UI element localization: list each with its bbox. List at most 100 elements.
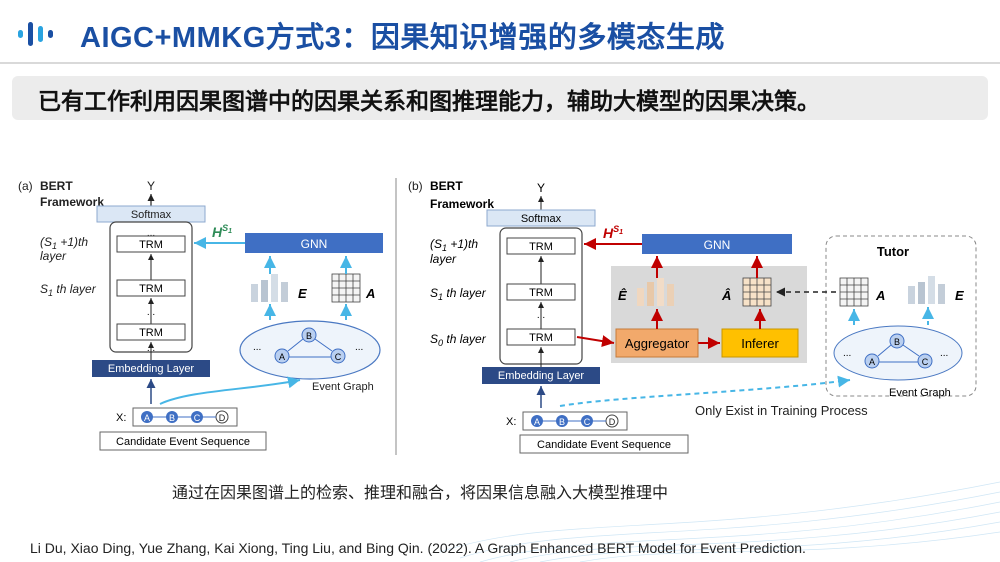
panel-a-softmax: Softmax bbox=[131, 209, 172, 221]
panel-a-event-graph-label: Event Graph bbox=[312, 381, 374, 393]
svg-text:C: C bbox=[584, 417, 591, 427]
panel-b-candidate: Candidate Event Sequence bbox=[537, 439, 671, 451]
panel-a-graph-nodes: A B C ... ... bbox=[253, 327, 363, 364]
panel-b-tutor-e: E bbox=[955, 288, 964, 303]
panel-a-candidate: Candidate Event Sequence bbox=[116, 436, 250, 448]
panel-a-gnn-box bbox=[245, 233, 383, 253]
panel-a: (a) BERT Framework Y Softmax ... TRM TRM… bbox=[18, 179, 383, 451]
panel-a-node-c: C bbox=[335, 352, 342, 362]
panel-b-embedding-box bbox=[482, 367, 600, 384]
slide-header: AIGC+MMKG方式3：因果知识增强的多模态生成 bbox=[0, 0, 1000, 66]
panel-b-layer-mid: S1 th layer bbox=[430, 286, 487, 302]
panel-a-a: A bbox=[365, 286, 375, 301]
figure-caption: 通过在因果图谱上的检索、推理和融合，将因果信息融入大模型推理中 bbox=[172, 485, 669, 502]
panel-b-tutor-frame bbox=[825, 235, 977, 397]
panel-b-inferer-box bbox=[721, 328, 799, 358]
panel-b-framework-1: BERT bbox=[430, 179, 463, 193]
panel-b-trm-3: TRM bbox=[529, 332, 553, 344]
panel-b-layer-top-2: layer bbox=[430, 252, 457, 266]
panel-b-a-hat: Â bbox=[721, 288, 731, 303]
panel-a-layer-mid: S1 th layer bbox=[40, 282, 97, 298]
header-divider bbox=[0, 62, 1000, 64]
panel-a-framework-2: Framework bbox=[40, 195, 104, 209]
panel-a-trm-2 bbox=[116, 279, 186, 297]
panel-a-trm-2-label: TRM bbox=[139, 283, 163, 295]
panel-b-training-note: Only Exist in Training Process bbox=[695, 403, 868, 418]
panel-b-framework-2: Framework bbox=[430, 197, 494, 211]
panel-b-h: HS1 bbox=[603, 224, 623, 241]
panel-a-graph-dots-l: ... bbox=[253, 342, 261, 353]
panel-a-trm-3-label: TRM bbox=[139, 327, 163, 339]
panel-b-softmax: Softmax bbox=[521, 213, 562, 225]
panel-a-y: Y bbox=[147, 179, 155, 193]
panel-b-x: X: bbox=[506, 416, 516, 428]
panel-b-candidate-box bbox=[519, 434, 689, 454]
svg-text:A: A bbox=[534, 417, 540, 427]
model-figure: (a) BERT Framework Y Softmax ... TRM TRM… bbox=[18, 178, 977, 455]
panel-b-event-graph-label: Event Graph bbox=[889, 387, 951, 399]
reference-text: Li Du, Xiao Ding, Yue Zhang, Kai Xiong, … bbox=[30, 540, 806, 556]
panel-b-embedding-hat-icon bbox=[637, 278, 674, 306]
panel-a-framework-1: BERT bbox=[40, 179, 73, 193]
panel-a-sequence: A B C D bbox=[141, 410, 229, 424]
decorative-wave bbox=[440, 481, 1000, 562]
svg-text:B: B bbox=[559, 417, 565, 427]
panel-a-embedding-stack-icon bbox=[251, 274, 288, 302]
panel-b-inferer: Inferer bbox=[741, 336, 779, 351]
panel-a-trm-1-label: TRM bbox=[139, 239, 163, 251]
svg-text:C: C bbox=[922, 357, 929, 367]
panel-b-graph-nodes: A B C ... ... bbox=[843, 333, 948, 369]
panel-b-trm-2: TRM bbox=[529, 287, 553, 299]
panel-b-matrix-hat-icon bbox=[742, 277, 772, 307]
svg-text:D: D bbox=[219, 413, 226, 423]
panel-b-trm-1: TRM bbox=[529, 241, 553, 253]
panel-b-layer-low: S0 th layer bbox=[430, 332, 487, 348]
panel-a-matrix-icon bbox=[331, 273, 361, 303]
panel-b-layer-top: (S1 +1)th bbox=[430, 237, 478, 253]
panel-a-gnn: GNN bbox=[301, 237, 328, 251]
panel-b-y: Y bbox=[537, 181, 545, 195]
panel-a-e: E bbox=[298, 286, 307, 301]
panel-a-label: (a) bbox=[18, 179, 33, 193]
svg-text:...: ... bbox=[940, 348, 948, 359]
svg-text:D: D bbox=[609, 417, 616, 427]
panel-a-layer-top: (S1 +1)th bbox=[40, 235, 88, 251]
svg-text:C: C bbox=[194, 413, 201, 423]
panel-b-e-hat: Ê bbox=[618, 288, 627, 303]
panel-b-embedding: Embedding Layer bbox=[498, 370, 585, 382]
panel-a-dots-top: ... bbox=[147, 228, 155, 239]
panel-a-trm-3 bbox=[116, 323, 186, 341]
panel-b-sequence: A B C D bbox=[531, 414, 619, 428]
summary-text: 已有工作利用因果图谱中的因果关系和图推理能力，辅助大模型的因果决策。 bbox=[38, 88, 820, 114]
svg-text:B: B bbox=[169, 413, 175, 423]
panel-a-layer-top-2: layer bbox=[40, 249, 67, 263]
panel-b-label: (b) bbox=[408, 179, 423, 193]
panel-b-tutor-a: A bbox=[875, 288, 885, 303]
panel-a-trm-1 bbox=[116, 235, 186, 253]
svg-text:B: B bbox=[894, 337, 900, 347]
panel-a-node-a: A bbox=[279, 352, 285, 362]
panel-a-graph-dots-r: ... bbox=[355, 342, 363, 353]
panel-b-tutor-stack-icon bbox=[908, 276, 945, 304]
panel-b: (b) BERT Framework Y Softmax TRM TRM ...… bbox=[408, 179, 977, 454]
panel-a-x: X: bbox=[116, 412, 126, 424]
panel-a-event-graph bbox=[239, 320, 381, 380]
panel-a-node-b: B bbox=[306, 331, 312, 341]
panel-b-gnn: GNN bbox=[704, 238, 731, 252]
panel-a-h: HS1 bbox=[212, 223, 232, 240]
panel-b-aggregator: Aggregator bbox=[625, 336, 690, 351]
svg-text:...: ... bbox=[843, 348, 851, 359]
summary-banner: 已有工作利用因果图谱中的因果关系和图推理能力，辅助大模型的因果决策。 bbox=[12, 76, 988, 120]
panel-b-tutor-matrix-icon bbox=[839, 277, 869, 307]
bars-logo-icon bbox=[18, 22, 53, 46]
panel-b-softmax-box bbox=[486, 209, 596, 227]
svg-text:A: A bbox=[144, 413, 150, 423]
panel-a-embedding-box bbox=[92, 360, 210, 377]
panel-a-candidate-box bbox=[99, 431, 267, 451]
panel-b-aggregator-box bbox=[615, 328, 699, 358]
panel-b-gnn-box bbox=[642, 234, 792, 254]
panel-b-tutor: Tutor bbox=[877, 244, 909, 259]
panel-a-embedding: Embedding Layer bbox=[108, 363, 195, 375]
svg-text:A: A bbox=[869, 357, 875, 367]
slide-title: AIGC+MMKG方式3：因果知识增强的多模态生成 bbox=[80, 22, 725, 54]
